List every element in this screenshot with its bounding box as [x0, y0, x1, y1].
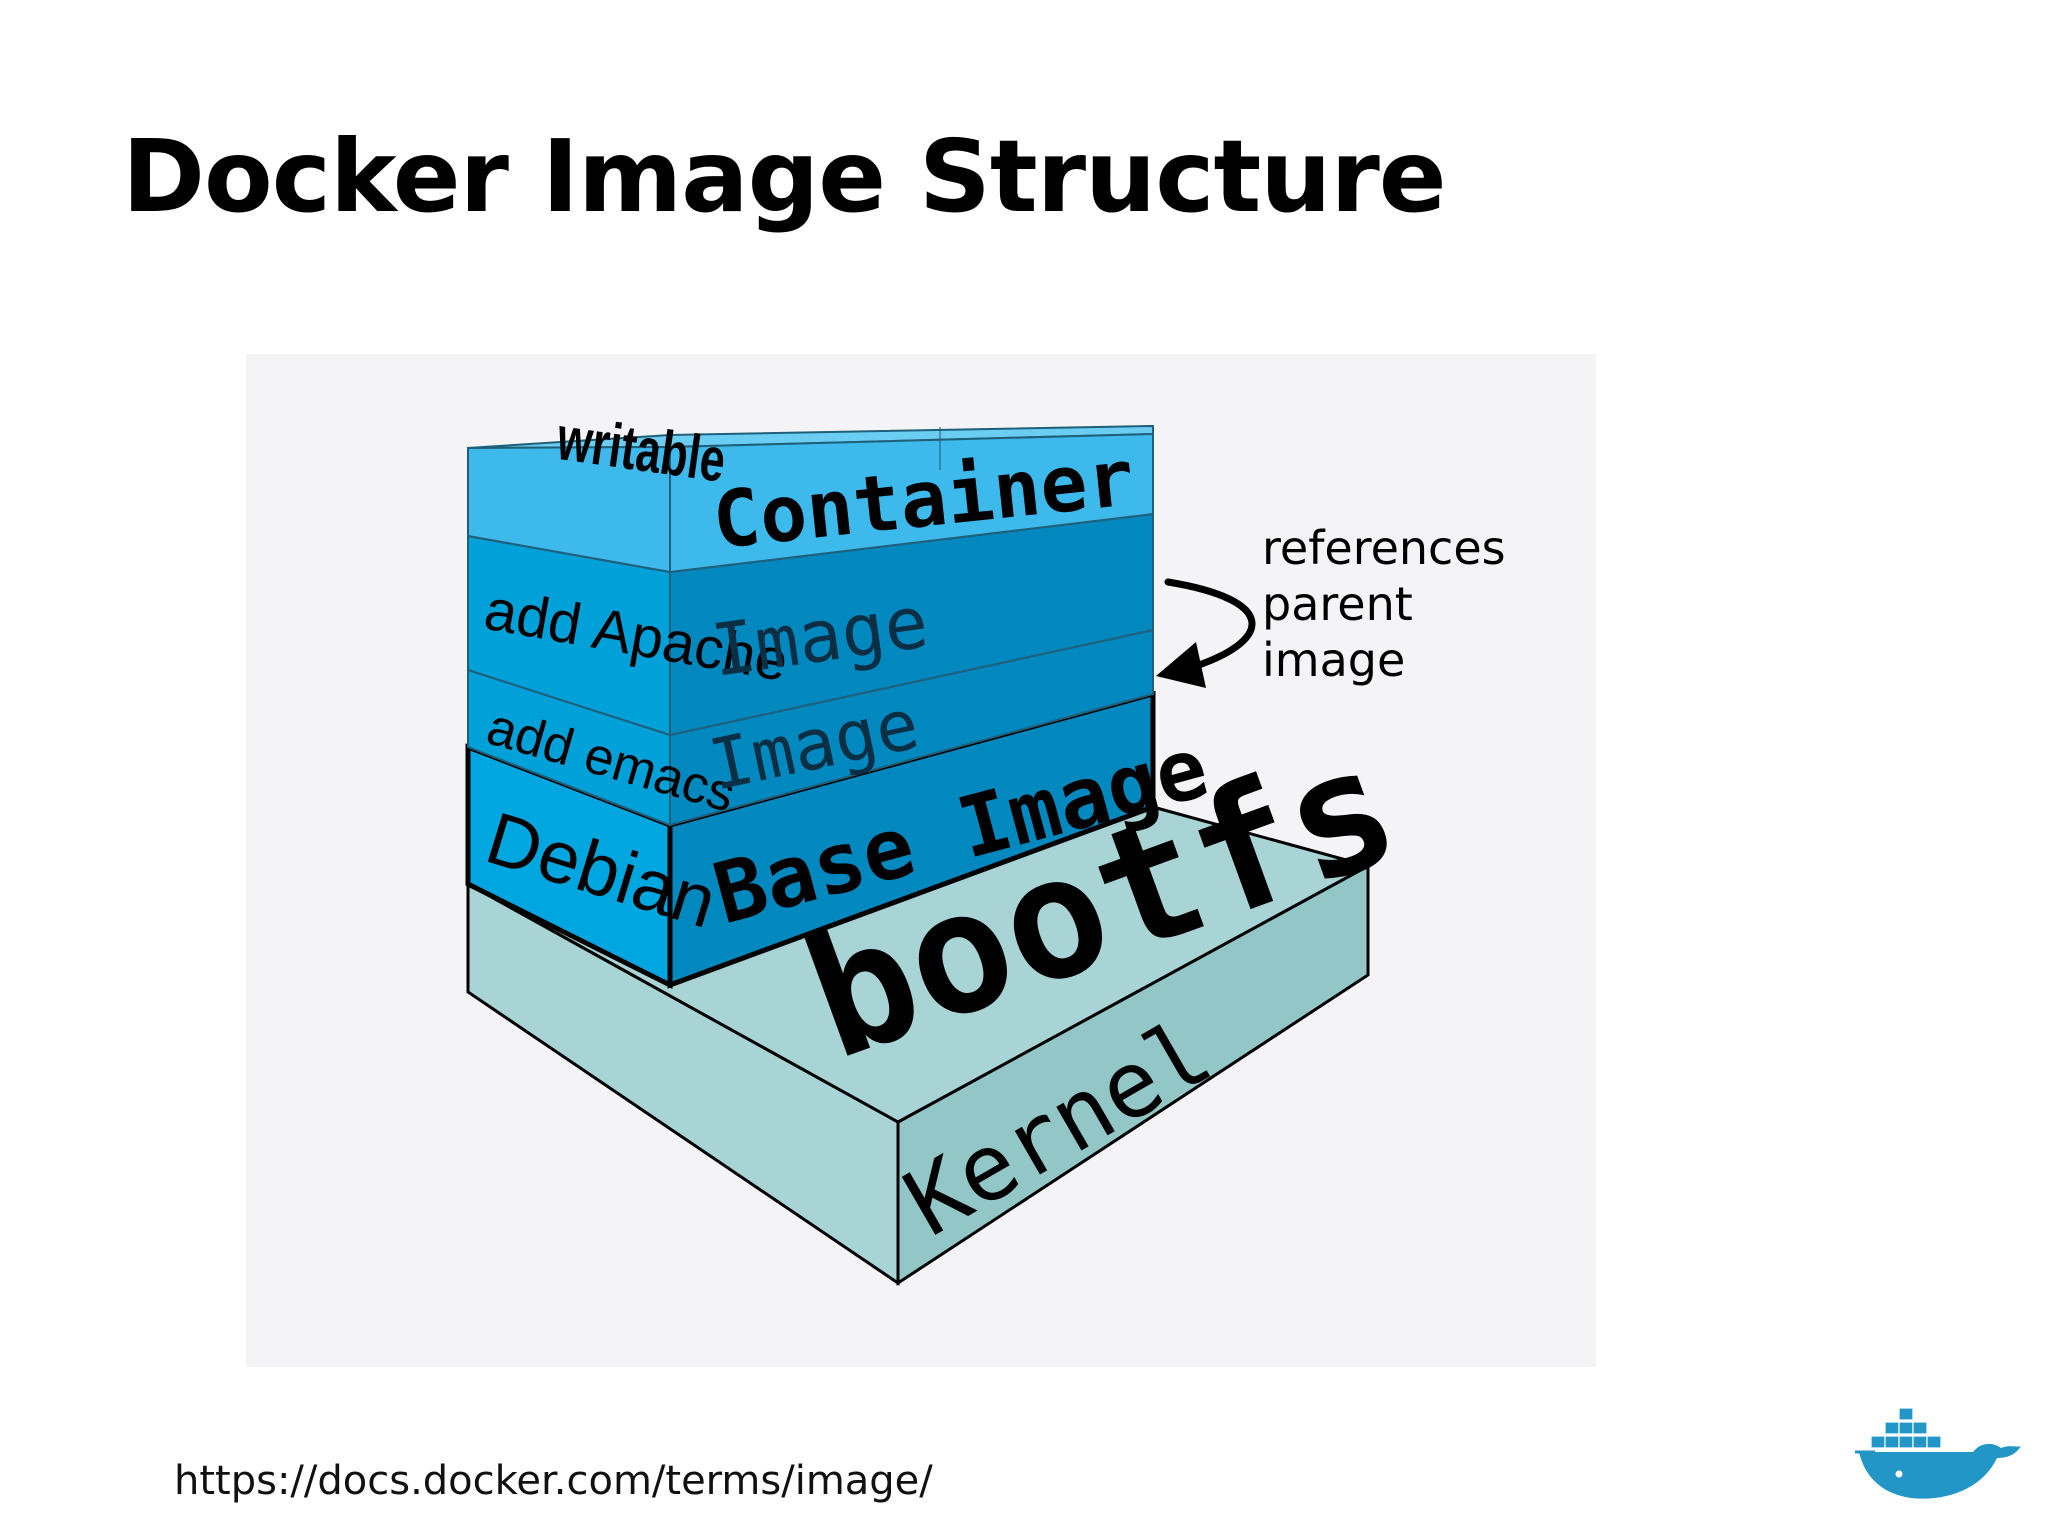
annotation-line-1: references	[1262, 521, 1506, 575]
annotation-line-2: parent	[1262, 577, 1413, 631]
slide-title: Docker Image Structure	[122, 118, 1447, 235]
source-url: https://docs.docker.com/terms/image/	[174, 1458, 933, 1504]
references-arrowhead	[1156, 642, 1206, 688]
annotation-line-3: image	[1262, 633, 1405, 687]
references-arrow	[1164, 578, 1256, 670]
docker-whale-icon	[1855, 1407, 2021, 1499]
